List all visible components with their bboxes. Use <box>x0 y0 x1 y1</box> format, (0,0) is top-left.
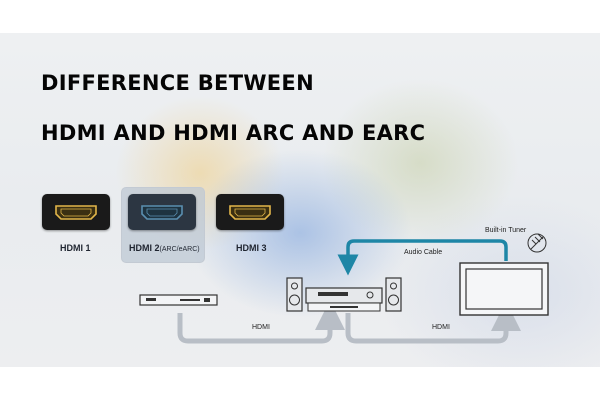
hdmi-1-port <box>42 194 110 230</box>
antenna-icon <box>527 233 547 253</box>
av-receiver-icon <box>305 287 383 312</box>
audio-cable-label: Audio Cable <box>404 249 443 256</box>
hdmi-port-icon <box>55 205 97 220</box>
connection-diagram <box>139 233 549 344</box>
source-player-icon <box>139 294 218 306</box>
hdmi-arrow-right <box>345 301 521 344</box>
audio-cable-arrow <box>337 239 508 276</box>
speaker-icon <box>286 277 303 312</box>
hdmi-2-label: HDMI 2(ARC/eARC) <box>129 243 200 253</box>
title-line-2: HDMI AND HDMI ARC AND EARC <box>41 121 426 145</box>
hdmi-2-port <box>128 194 196 230</box>
hdmi-arrow-left <box>177 300 345 344</box>
hdmi-right-label: HDMI <box>432 324 450 331</box>
hdmi-1-label: HDMI 1 <box>60 243 91 253</box>
speaker-icon <box>385 277 402 312</box>
title-line-1: DIFFERENCE BETWEEN <box>41 71 314 95</box>
hdmi-port-icon <box>229 205 271 220</box>
tuner-label: Built-in Tuner <box>485 227 527 234</box>
hdmi-3-port <box>216 194 284 230</box>
hdmi-left-label: HDMI <box>252 324 270 331</box>
tv-icon <box>459 262 549 316</box>
hdmi-3-label: HDMI 3 <box>236 243 267 253</box>
diagram-card: DIFFERENCE BETWEEN HDMI AND HDMI ARC AND… <box>0 33 600 367</box>
hdmi-port-icon <box>141 205 183 220</box>
